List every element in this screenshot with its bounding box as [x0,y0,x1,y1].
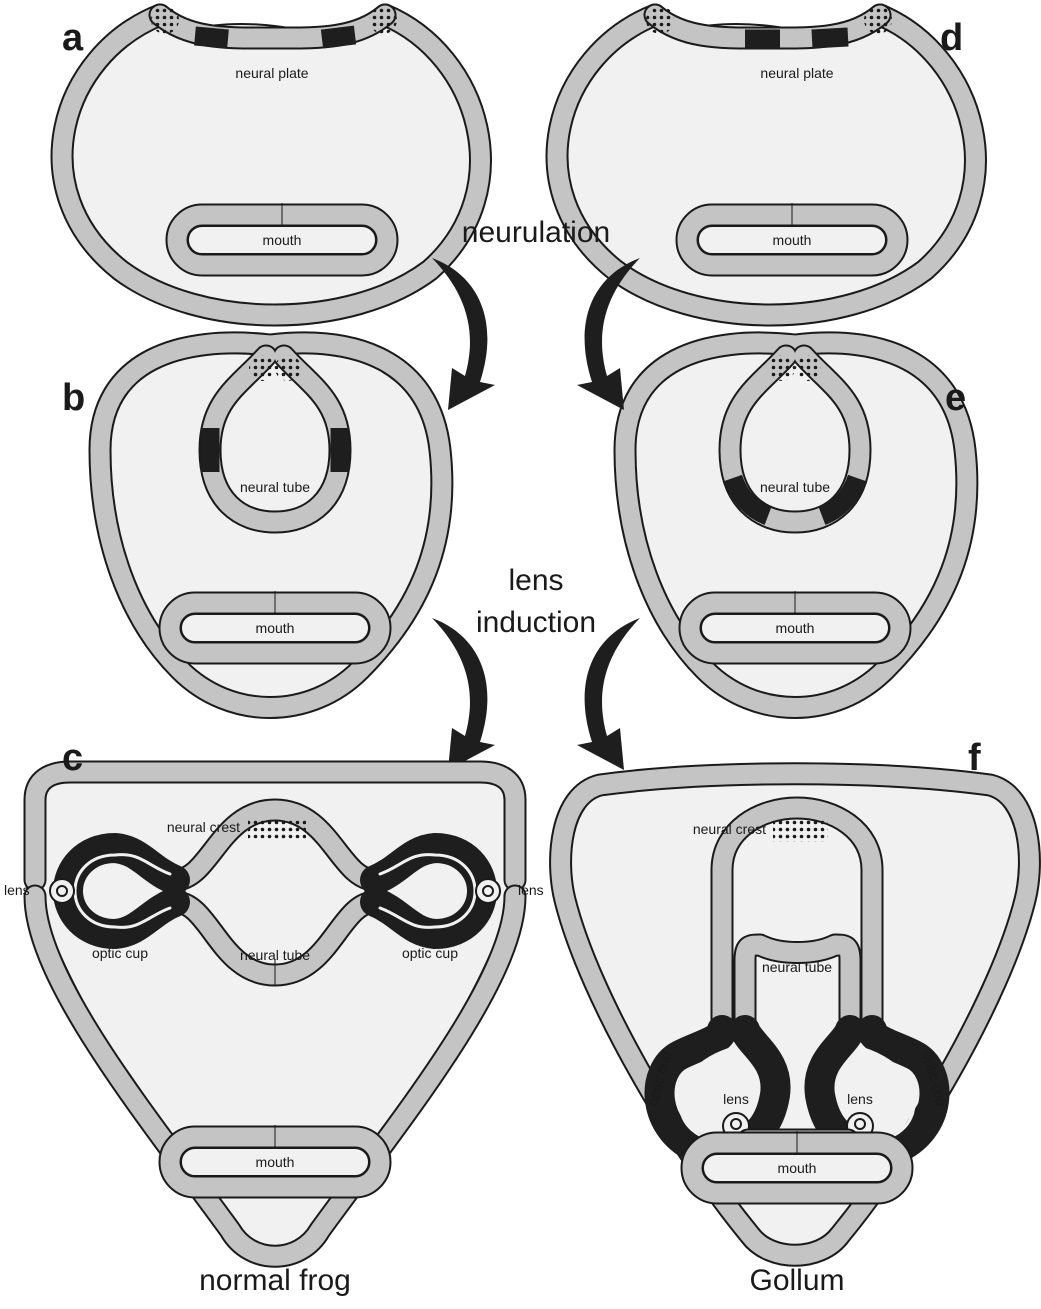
neural-crest-dots [248,818,306,840]
lens-label-right: lens [518,882,544,898]
neural-crest-label: neural crest [693,821,766,837]
arrow-a-to-b [432,258,495,410]
mouth-label: mouth [778,1160,817,1176]
neural-tube-label: neural tube [240,479,310,495]
mouth-label: mouth [773,232,812,248]
lens-label-left: lens [723,1091,749,1107]
mouth-label: mouth [776,620,815,636]
mouth-label: mouth [263,232,302,248]
neural-crest-dots [769,355,795,381]
neural-crest-dots [646,6,674,34]
panel-c: c neural crest neural tube lens lens opt… [4,737,544,1297]
step-label-neurulation: neurulation [462,216,610,249]
panel-e: e neural tube mouth [625,343,967,708]
neural-plate-label: neural plate [235,65,308,81]
panel-label-c: c [62,737,83,779]
neural-crest-dots [864,6,892,34]
eye-field-band [322,35,355,39]
neural-tube-label: neural tube [760,479,830,495]
panel-label-e: e [945,377,966,419]
neural-crest-dots [773,820,828,842]
caption-gollum: Gollum [749,1264,844,1297]
panel-a: a neural plate mouth [62,6,480,315]
step-label-lens: lens [508,564,563,597]
arrow-b-to-c [432,618,495,770]
neural-tube-label: neural tube [240,947,310,963]
eye-field-band [195,36,228,39]
neural-crest-dots [275,355,301,381]
arrow-e-to-f [577,618,640,770]
neural-crest-dots [151,6,179,34]
neural-crest-dots [795,355,821,381]
panel-label-b: b [62,377,85,419]
eye-field-band [812,37,848,39]
lens-label-right: lens [847,1091,873,1107]
mouth-label: mouth [256,620,295,636]
neural-crest-dots [369,6,397,34]
neural-tube-label: neural tube [762,959,832,975]
panel-b: b neural tube mouth [62,343,442,708]
optic-cup-label-left: optic cup [92,945,148,961]
lens-label-left: lens [4,882,30,898]
neural-crest-dots [249,355,275,381]
panel-f: f neural crest neural tube lens lens opt… [561,737,1030,1297]
panel-label-a: a [62,17,84,59]
panel-label-f: f [968,737,981,779]
panel-label-d: d [940,17,963,59]
step-label-induction: induction [476,606,596,639]
optic-cup-label-right: optic cup [402,945,458,961]
mouth-label: mouth [256,1154,295,1170]
process-arrows: neurulation lens induction [432,216,640,770]
caption-normal-frog: normal frog [199,1264,351,1297]
neural-plate-label: neural plate [760,65,833,81]
neural-crest-label: neural crest [167,819,240,835]
